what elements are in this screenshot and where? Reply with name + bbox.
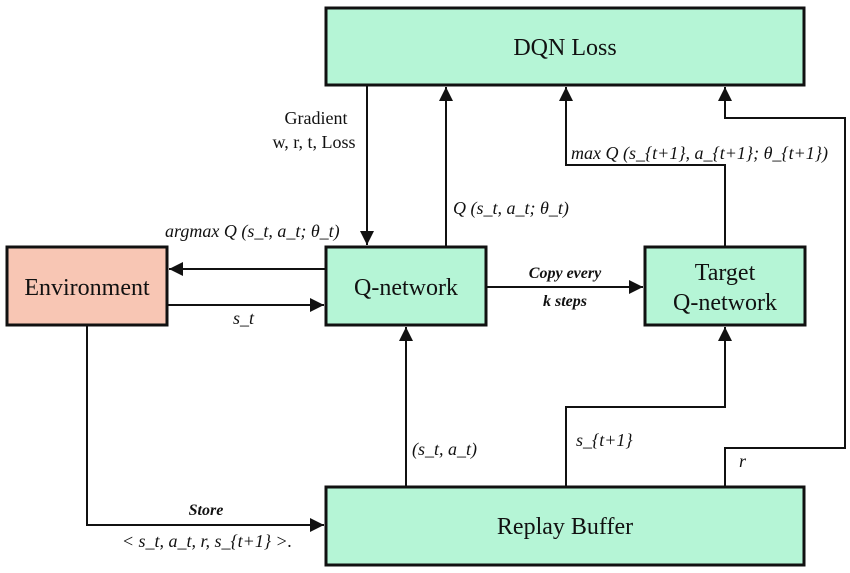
- replay-buffer-box: [324, 485, 806, 567]
- environment-box: [5, 245, 169, 327]
- state-action-label: (s_t, a_t): [412, 439, 477, 460]
- tuple-label: < s_t, a_t, r, s_{t+1} >.: [122, 531, 292, 551]
- next-state-label: s_{t+1}: [576, 430, 633, 450]
- target-q-network-box: [643, 245, 807, 327]
- replay-buffer-label: Replay Buffer: [497, 514, 633, 540]
- store-arrow: [86, 325, 324, 532]
- q-network-label: Q-network: [354, 275, 458, 301]
- copy-label-line2: k steps: [543, 293, 587, 310]
- next-state-arrow: [565, 327, 732, 487]
- dqn-loss-box: [324, 6, 806, 87]
- copy-label-line1: Copy every: [529, 265, 602, 282]
- reward-arrow: [718, 87, 846, 487]
- state-label: s_t: [233, 308, 255, 328]
- argmax-label: argmax Q (s_t, a_t; θ_t): [165, 221, 340, 242]
- target-label-line2: Q-network: [673, 290, 777, 316]
- gradient-label-line1: Gradient: [285, 108, 348, 128]
- max-q-arrow: [559, 87, 726, 247]
- max-q-label: max Q (s_{t+1}, a_{t+1}; θ_{t+1}): [571, 143, 828, 164]
- environment-label: Environment: [24, 275, 150, 301]
- reward-label: r: [739, 451, 747, 471]
- dqn-loss-label: DQN Loss: [513, 35, 616, 61]
- store-label: Store: [189, 502, 224, 519]
- gradient-label-line2: w, r, t, Loss: [272, 132, 355, 152]
- q-network-box: [324, 245, 488, 327]
- target-label-line1: Target: [695, 260, 756, 286]
- q-value-label: Q (s_t, a_t; θ_t): [453, 198, 569, 219]
